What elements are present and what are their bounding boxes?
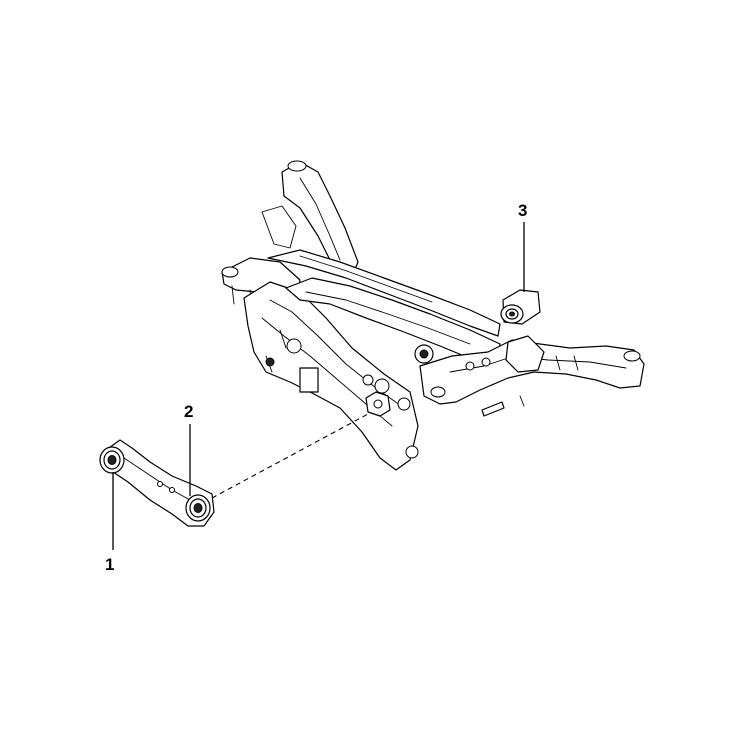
bushing-link-end-2 (185, 494, 211, 522)
rear-link-arm (99, 439, 215, 527)
assembly-dashed-line (211, 413, 369, 499)
bushing-link-end-1 (99, 446, 125, 474)
callout-1: 1 (105, 555, 115, 574)
callout-3: 3 (518, 201, 528, 220)
callout-2: 2 (184, 402, 194, 421)
rear-subframe (221, 160, 645, 471)
bushing-3 (500, 289, 541, 325)
